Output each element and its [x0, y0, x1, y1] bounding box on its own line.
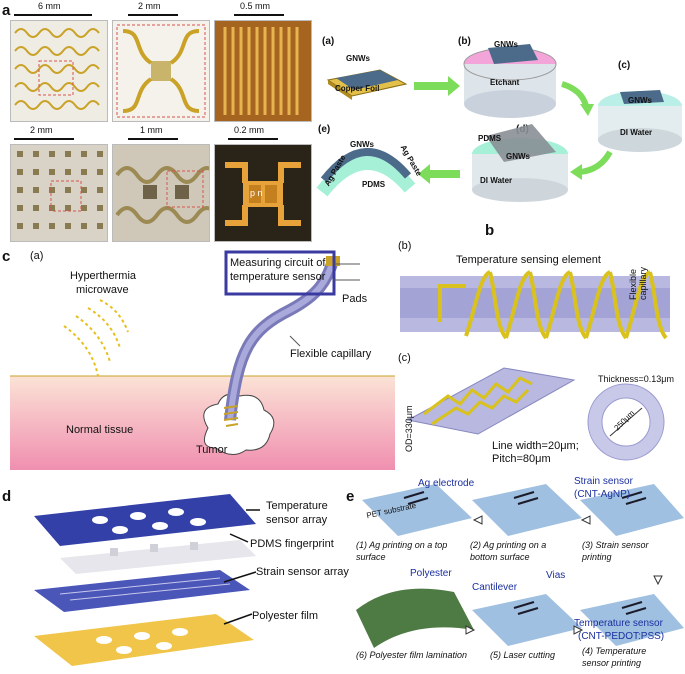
micrograph-pn-junction	[214, 144, 312, 242]
normal-tissue-label: Normal tissue	[66, 424, 134, 436]
strain-array-label: Strain sensor array	[256, 566, 349, 578]
step-e-label: (e)	[318, 124, 331, 135]
step4-label-1: (4) Temperature	[582, 646, 647, 656]
scale-bar	[234, 14, 284, 16]
microwave-label: microwave	[76, 284, 129, 296]
polyester-label: Polyester	[410, 568, 452, 579]
micrograph-gold-lines	[214, 20, 312, 122]
strain-sensor-label-1: Strain sensor	[574, 476, 633, 487]
gnws-label: GNWs	[494, 40, 518, 49]
scale-bar	[128, 14, 178, 16]
scale-bar	[128, 138, 178, 140]
panel-e-label: e	[346, 488, 355, 505]
line-width-label: Line width=20μm;	[492, 440, 579, 452]
temp-array-label-2: sensor array	[266, 514, 328, 526]
gnws-label: GNWs	[350, 140, 374, 149]
vias-label: Vias	[546, 570, 566, 581]
step-a-label: (a)	[322, 36, 335, 47]
cantilever-label: Cantilever	[472, 582, 518, 593]
panel-d-label: d	[2, 488, 12, 505]
scale-label: 6 mm	[38, 1, 61, 11]
sub-c-label: (c)	[398, 352, 411, 364]
scale-label: 2 mm	[138, 1, 161, 11]
scale-bar	[228, 138, 278, 140]
ring-cross-section	[587, 383, 665, 461]
micrograph-array-overview	[10, 20, 108, 122]
temp-sensor-label-1: Temperature sensor	[574, 618, 663, 629]
pn-label: p n	[250, 188, 263, 198]
step3-label-1: (3) Strain sensor	[582, 540, 649, 550]
flexible-capillary-vertical-label: Flexible capillary	[628, 266, 648, 300]
step3-label-2: printing	[582, 552, 612, 562]
sub-b-label: (b)	[398, 240, 412, 252]
ag-electrode-label: Ag electrode	[418, 478, 475, 489]
thickness-label: Thickness=0.13μm	[598, 374, 674, 384]
pitch-label: Pitch=80μm	[492, 453, 551, 465]
sub-a-label: (a)	[30, 250, 44, 262]
micrograph-serpentine	[112, 20, 210, 122]
copper-foil-label: Copper Foil	[335, 84, 380, 93]
panel-a-label: a	[2, 2, 11, 19]
helix-cross-section	[406, 367, 576, 435]
helix-sensor-diagram	[400, 270, 670, 340]
hyperthermia-diagram	[10, 250, 395, 470]
scale-bar	[14, 138, 74, 140]
polyester-film-label: Polyester film	[252, 610, 319, 622]
step6-label: (6) Polyester film lamination	[356, 650, 468, 660]
step-b-label: (b)	[458, 36, 471, 47]
printing-process-diagram	[356, 484, 684, 648]
di-water-label: DI Water	[480, 176, 513, 185]
etchant-label: Etchant	[490, 78, 520, 87]
scale-label: 1 mm	[140, 125, 163, 135]
transfer-process-diagram	[316, 44, 682, 202]
temp-array-label-1: Temperature	[266, 500, 328, 512]
step4-label-2: sensor printing	[582, 658, 642, 668]
step1-label-1: (1) Ag printing on a top	[356, 540, 448, 550]
measuring-circuit-label-1: Measuring circuit of	[230, 257, 326, 269]
strain-sensor-label-2: (CNT-AgNP)	[574, 489, 631, 500]
step1-label-2: surface	[356, 552, 386, 562]
temp-sensing-element-label: Temperature sensing element	[456, 254, 601, 266]
scale-label: 2 mm	[30, 125, 53, 135]
panel-b-label: b	[485, 222, 495, 239]
hyperthermia-label: Hyperthermia	[70, 270, 137, 282]
step2-label-2: bottom surface	[470, 552, 530, 562]
scale-label: 0.2 mm	[234, 125, 265, 135]
temp-sensor-label-2: (CNT-PEDOT:PSS)	[578, 631, 665, 642]
flexible-capillary-label: Flexible capillary	[290, 348, 372, 360]
measuring-circuit-label-2: temperature sensor	[230, 271, 326, 283]
panel-c-label: c	[2, 248, 11, 265]
gnws-label: GNWs	[346, 54, 370, 63]
scale-label: 0.5 mm	[240, 1, 271, 11]
step2-label-1: (2) Ag printing on a	[470, 540, 547, 550]
micrograph-interconnects	[112, 144, 210, 242]
pdms-label: PDMS	[478, 134, 502, 143]
pdms-label: PDMS	[362, 180, 386, 189]
gnws-label: GNWs	[628, 96, 652, 105]
di-water-label: DI Water	[620, 128, 653, 137]
scale-bar	[14, 14, 92, 16]
micrograph-dense-array	[10, 144, 108, 242]
layer-stack-diagram	[34, 494, 260, 666]
gnws-label: GNWs	[506, 152, 530, 161]
pads-label: Pads	[342, 293, 368, 305]
tumor-label: Tumor	[196, 444, 228, 456]
step-c-label: (c)	[618, 60, 631, 71]
od-label: OD=330μm	[404, 405, 414, 452]
step5-label: (5) Laser cutting	[490, 650, 556, 660]
pdms-fingerprint-label: PDMS fingerprint	[250, 538, 334, 550]
